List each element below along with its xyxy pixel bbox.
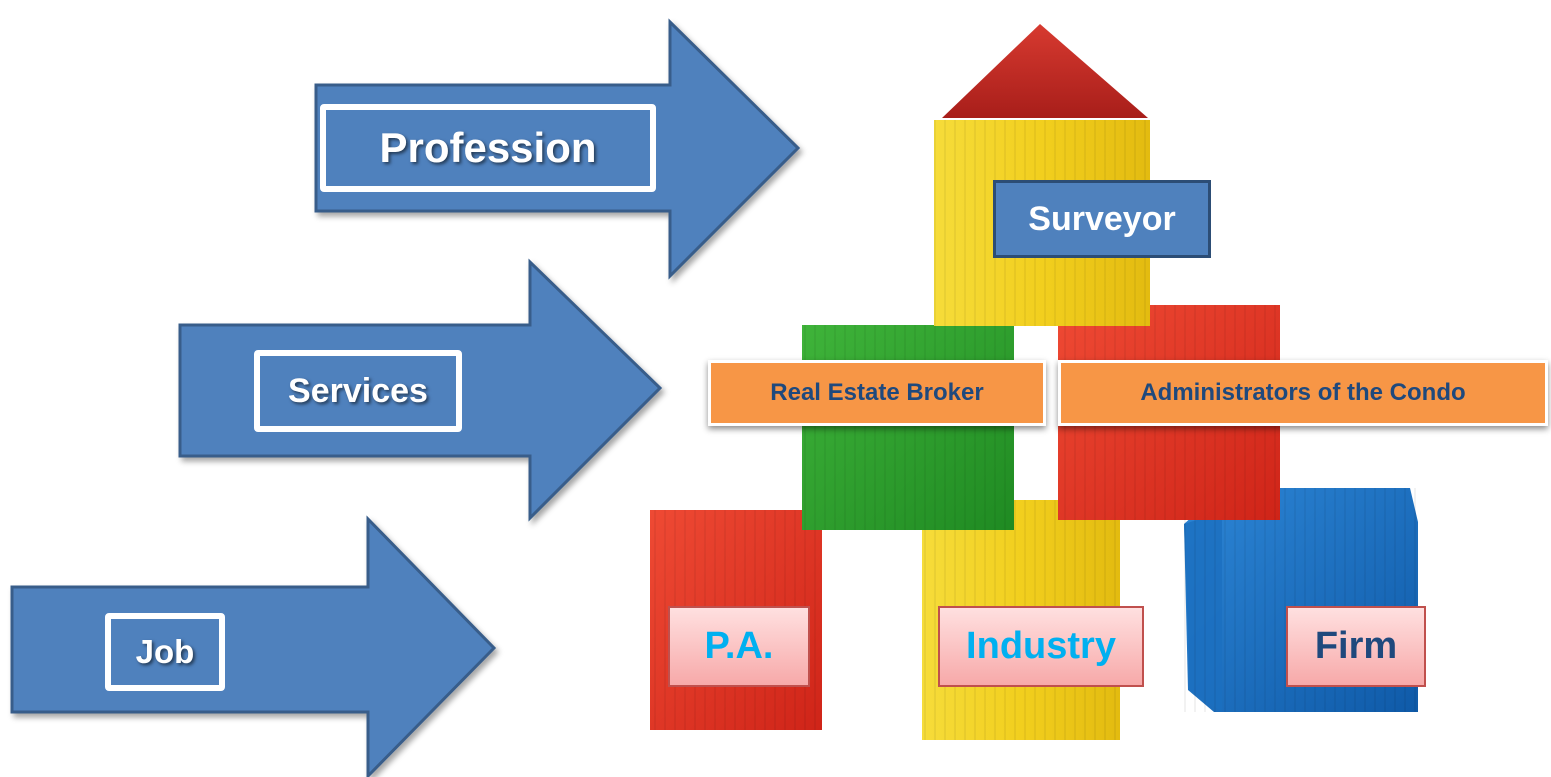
block-label-industry: Industry	[938, 606, 1144, 687]
block-label-real-estate-broker: Real Estate Broker	[708, 360, 1046, 426]
block-label-condo-administrators: Administrators of the Condo	[1058, 360, 1548, 426]
arrow-label-services: Services	[254, 350, 462, 432]
roof-triangle	[942, 24, 1148, 118]
block-label-pa: P.A.	[668, 606, 810, 687]
arrow-job	[10, 515, 497, 777]
block-label-surveyor: Surveyor	[993, 180, 1211, 258]
block-label-firm: Firm	[1286, 606, 1426, 687]
arrow-label-job: Job	[105, 613, 225, 691]
arrow-label-profession: Profession	[320, 104, 656, 192]
block-middle-left-green	[802, 325, 1014, 530]
